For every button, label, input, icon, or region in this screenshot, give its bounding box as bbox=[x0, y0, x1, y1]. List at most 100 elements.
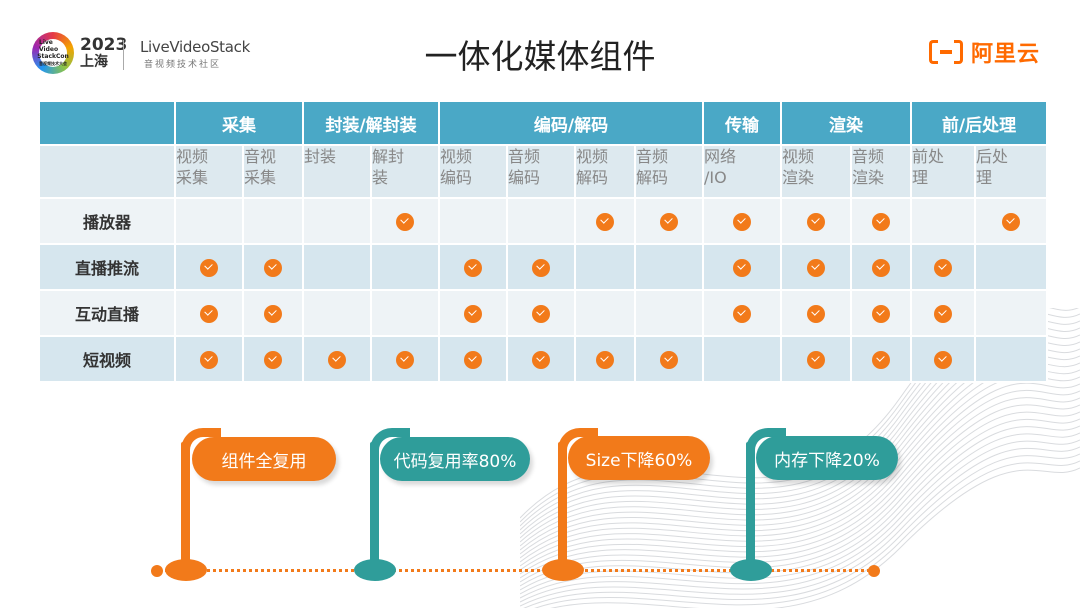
corner-cell bbox=[38, 100, 176, 146]
flag-pole bbox=[181, 442, 190, 564]
subheader-text: 视频 bbox=[176, 147, 209, 166]
check-icon bbox=[1002, 212, 1021, 231]
subheader-cell: 音频编码 bbox=[506, 144, 576, 199]
subheader-text: /IO bbox=[704, 168, 727, 187]
subheader-text: 音视 bbox=[244, 147, 277, 166]
subheader-text: 采集 bbox=[244, 168, 277, 187]
subheader-cell: 视频编码 bbox=[438, 144, 508, 199]
subheader-text: 装 bbox=[372, 168, 389, 187]
table-row: 短视频 bbox=[38, 335, 1049, 383]
subheader-cell: 视频渲染 bbox=[780, 144, 853, 199]
matrix-cell bbox=[780, 243, 853, 291]
aliyun-logo: 阿里云 bbox=[928, 36, 1040, 68]
subheader-text: 音频 bbox=[508, 147, 541, 166]
check-icon bbox=[264, 350, 282, 369]
matrix-cell bbox=[780, 197, 853, 245]
table-row: 直播推流 bbox=[38, 243, 1049, 291]
wave-line bbox=[520, 397, 1080, 579]
subheader-cell: 视频解码 bbox=[574, 144, 636, 199]
matrix-cell bbox=[174, 197, 244, 245]
check-icon bbox=[596, 212, 614, 231]
matrix-cell bbox=[242, 197, 304, 245]
livevideostack-subtitle: 音视频技术社区 bbox=[144, 60, 222, 70]
row-label: 直播推流 bbox=[38, 243, 176, 291]
subheader-text: 采集 bbox=[176, 168, 209, 187]
table-row: 互动直播 bbox=[38, 289, 1049, 337]
check-icon bbox=[872, 258, 891, 277]
flag-hook bbox=[558, 428, 598, 454]
matrix-cell bbox=[302, 335, 372, 383]
check-icon bbox=[596, 350, 614, 369]
component-matrix-table: 采集 封装/解封装 编码/解码 传输 渲染 前/后处理 视频采集音视采集封装解封… bbox=[38, 100, 1049, 383]
flag-base bbox=[730, 559, 772, 581]
matrix-cell bbox=[302, 243, 372, 291]
matrix-cell bbox=[438, 197, 508, 245]
matrix-cell bbox=[910, 289, 977, 337]
subheader-text: 后处 bbox=[976, 147, 1009, 166]
subheader-cell: 视频采集 bbox=[174, 144, 244, 199]
subheader-text: 理 bbox=[976, 168, 993, 187]
category-header-row: 采集 封装/解封装 编码/解码 传输 渲染 前/后处理 bbox=[38, 100, 1049, 146]
subheader-cell: 后处理 bbox=[974, 144, 1049, 199]
matrix-cell bbox=[850, 197, 913, 245]
flag-pole bbox=[746, 442, 755, 564]
check-icon bbox=[464, 304, 482, 323]
subheader-text: 渲染 bbox=[782, 168, 815, 187]
category-header: 封装/解封装 bbox=[302, 100, 440, 146]
matrix-cell bbox=[850, 243, 913, 291]
check-icon bbox=[200, 304, 218, 323]
wave-line bbox=[520, 411, 1080, 587]
header-divider bbox=[123, 40, 124, 70]
matrix-cell bbox=[370, 289, 440, 337]
subheader-text: 编码 bbox=[440, 168, 473, 187]
check-icon bbox=[264, 304, 282, 323]
subheader-cell: 音频解码 bbox=[633, 144, 705, 199]
flag-pole bbox=[558, 442, 567, 564]
matrix-cell bbox=[633, 289, 705, 337]
check-icon bbox=[532, 350, 550, 369]
matrix-cell bbox=[850, 335, 913, 383]
conf-logo-line: Live Video bbox=[39, 39, 59, 53]
flag-hook bbox=[181, 428, 221, 454]
check-icon bbox=[807, 350, 826, 369]
check-icon bbox=[934, 350, 953, 369]
category-header: 前/后处理 bbox=[910, 100, 1049, 146]
matrix-cell bbox=[974, 335, 1049, 383]
subheader-text: 视频 bbox=[576, 147, 609, 166]
check-icon bbox=[660, 212, 679, 231]
subheader-text: 解码 bbox=[576, 168, 609, 187]
milestone-label: 组件全复用 bbox=[192, 437, 336, 481]
row-label: 互动直播 bbox=[38, 289, 176, 337]
matrix-cell bbox=[702, 289, 783, 337]
matrix-cell bbox=[780, 335, 853, 383]
subheader-cell: 网络/IO bbox=[702, 144, 783, 199]
category-header: 传输 bbox=[702, 100, 783, 146]
wave-line bbox=[520, 389, 1080, 575]
conference-city: 上海 bbox=[80, 54, 108, 70]
check-icon bbox=[733, 212, 752, 231]
matrix-cell bbox=[506, 197, 576, 245]
flag-base bbox=[354, 559, 396, 581]
wave-line bbox=[523, 453, 1080, 608]
check-icon bbox=[733, 304, 752, 323]
check-icon bbox=[872, 304, 891, 323]
wave-line bbox=[520, 418, 1080, 591]
matrix-cell bbox=[438, 243, 508, 291]
subheader-corner-cell bbox=[38, 144, 176, 199]
matrix-cell bbox=[302, 289, 372, 337]
subheader-text: 解封 bbox=[372, 147, 405, 166]
flag-hook bbox=[746, 428, 786, 454]
wave-line bbox=[520, 382, 1080, 571]
check-icon bbox=[328, 350, 346, 369]
subheader-text: 解码 bbox=[636, 168, 669, 187]
matrix-cell bbox=[702, 335, 783, 383]
check-icon bbox=[200, 258, 218, 277]
matrix-cell bbox=[974, 197, 1049, 245]
check-icon bbox=[660, 350, 679, 369]
subheader-text: 视频 bbox=[440, 147, 473, 166]
milestone-label: 内存下降20% bbox=[756, 436, 898, 480]
matrix-cell bbox=[574, 197, 636, 245]
check-icon bbox=[872, 212, 891, 231]
matrix-cell bbox=[370, 243, 440, 291]
